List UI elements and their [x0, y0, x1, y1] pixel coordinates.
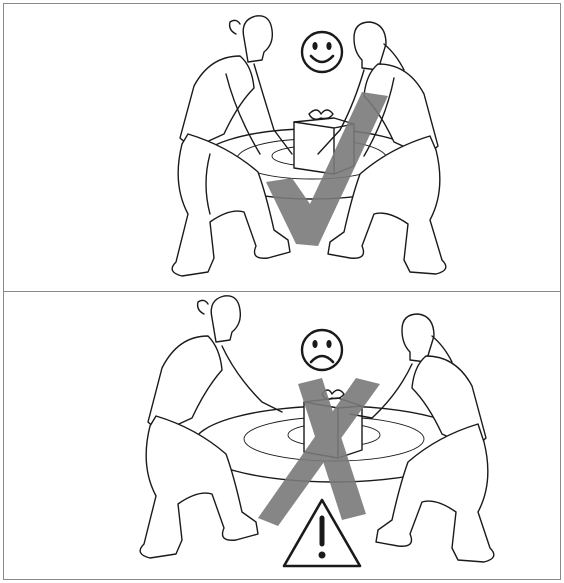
incorrect-lift-panel	[3, 291, 561, 580]
correct-lift-panel	[3, 3, 561, 293]
smiley-face-icon	[302, 32, 342, 72]
incorrect-lift-illustration	[4, 292, 560, 579]
frowning-face-icon	[302, 330, 342, 370]
correct-lift-illustration	[4, 4, 560, 292]
